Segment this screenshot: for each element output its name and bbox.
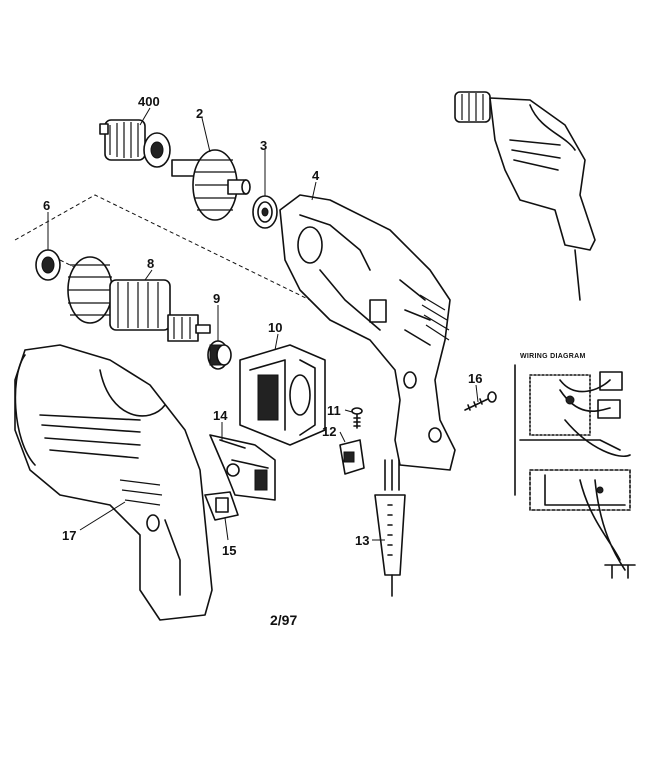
chuck-drawing <box>99 119 171 168</box>
part-label-handle-housing: 17 <box>62 528 76 543</box>
wiring-diagram: WIRING DIAGRAM <box>514 353 636 579</box>
part-label-switch: 14 <box>213 408 228 423</box>
part-label-reversing-lever: 15 <box>222 543 236 558</box>
assembled-drill-drawing <box>454 91 596 301</box>
part-label-screw: 16 <box>468 371 482 386</box>
part-label-bearing-9: 9 <box>213 291 220 306</box>
bearing-9-drawing <box>207 340 232 370</box>
revision-date: 2/97 <box>270 612 297 628</box>
brush-holder-drawing <box>339 439 365 475</box>
part-label-armature: 8 <box>147 256 154 271</box>
part-label-gear-spindle: 2 <box>196 106 203 121</box>
switch-drawing <box>209 434 276 501</box>
brush-screw-drawing <box>351 407 363 429</box>
gear-spindle-drawing <box>171 149 251 221</box>
part-label-bearing-3: 3 <box>260 138 267 153</box>
part-label-bearing-6: 6 <box>43 198 50 213</box>
bearing-3-drawing <box>252 195 278 229</box>
wiring-diagram-title: WIRING DIAGRAM <box>520 353 586 360</box>
part-label-brush-screw: 11 <box>327 403 341 418</box>
reversing-lever-drawing <box>204 491 239 521</box>
part-label-brush-holder: 12 <box>322 424 336 439</box>
handle-housing-drawing <box>14 344 213 621</box>
part-label-gear-housing: 4 <box>312 168 320 183</box>
part-labels: 400 2 3 4 6 8 9 10 11 12 13 14 15 16 17 <box>43 94 482 558</box>
armature-drawing <box>67 256 211 342</box>
part-label-chuck: 400 <box>138 94 160 109</box>
part-label-field: 10 <box>268 320 282 335</box>
gear-housing-drawing <box>279 194 456 471</box>
bearing-6-drawing <box>35 249 61 281</box>
cord-protector-drawing <box>374 459 406 597</box>
screw-drawing <box>464 391 497 411</box>
field-drawing <box>239 344 326 446</box>
part-label-cord-protector: 13 <box>355 533 369 548</box>
leader-lines <box>47 107 479 541</box>
